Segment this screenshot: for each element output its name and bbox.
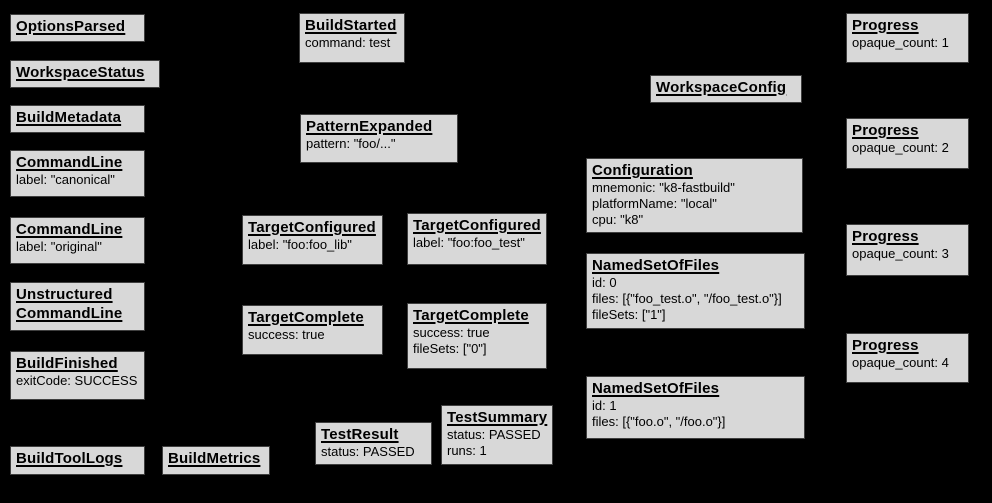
node-title: PatternExpanded [306,118,433,135]
node-title: Configuration [592,162,693,179]
node-title: BuildToolLogs [16,450,123,467]
event-node-workspace-status: WorkspaceStatus [10,60,160,88]
node-detail-line: command: test [305,35,391,51]
node-detail-line: success: true [248,327,325,343]
event-node-build-metrics: BuildMetrics [162,446,270,475]
node-detail-line: fileSets: ["0"] [413,341,487,357]
node-detail-line: runs: 1 [447,443,487,459]
node-detail-line: files: [{"foo.o", "/foo.o"}] [592,414,726,430]
event-node-workspace-config: WorkspaceConfig [650,75,802,103]
node-title: NamedSetOfFiles [592,380,720,397]
node-title: WorkspaceStatus [16,64,145,81]
node-detail-line: status: PASSED [321,444,415,460]
node-title: Unstructured CommandLine [16,286,123,323]
node-title: TargetConfigured [413,217,541,234]
node-detail-line: files: [{"foo_test.o", "/foo_test.o"}] [592,291,782,307]
node-title: Progress [852,228,919,245]
node-title: TestResult [321,426,399,443]
node-title: BuildMetrics [168,450,261,467]
node-detail-line: platformName: "local" [592,196,717,212]
node-title: OptionsParsed [16,18,126,35]
node-title: NamedSetOfFiles [592,257,720,274]
node-detail-line: pattern: "foo/..." [306,136,396,152]
node-detail-line: label: "canonical" [16,172,115,188]
node-title: TargetConfigured [248,219,376,236]
node-detail-line: id: 0 [592,275,617,291]
node-title: WorkspaceConfig [656,79,787,96]
node-title: CommandLine [16,221,123,238]
event-node-options-parsed: OptionsParsed [10,14,145,42]
node-title: BuildStarted [305,17,397,34]
node-detail-line: id: 1 [592,398,617,414]
node-title: TestSummary [447,409,548,426]
node-title: CommandLine [16,154,123,171]
node-detail-line: opaque_count: 1 [852,35,949,51]
node-title: TargetComplete [248,309,364,326]
node-title: Progress [852,122,919,139]
node-title: TargetComplete [413,307,529,324]
node-detail-line: fileSets: ["1"] [592,306,666,322]
node-detail-line: label: "original" [16,239,102,255]
event-node-unstructured-command-line: Unstructured CommandLine [10,282,145,331]
node-detail-line: opaque_count: 2 [852,140,949,156]
node-title: BuildMetadata [16,109,122,126]
node-detail-line: status: PASSED [447,427,541,443]
node-title: Progress [852,337,919,354]
node-detail-line: opaque_count: 3 [852,246,949,262]
event-node-build-tool-logs: BuildToolLogs [10,446,145,475]
node-title: Progress [852,17,919,34]
node-detail-line: opaque_count: 4 [852,355,949,371]
node-detail-line: exitCode: SUCCESS [16,373,138,389]
node-detail-line: label: "foo:foo_test" [413,235,525,251]
node-detail-line: mnemonic: "k8-fastbuild" [592,180,735,196]
event-node-build-metadata: BuildMetadata [10,105,145,133]
node-title: BuildFinished [16,355,118,372]
node-detail-line: cpu: "k8" [592,211,644,227]
node-detail-line: success: true [413,325,490,341]
node-detail-line: label: "foo:foo_lib" [248,237,352,253]
